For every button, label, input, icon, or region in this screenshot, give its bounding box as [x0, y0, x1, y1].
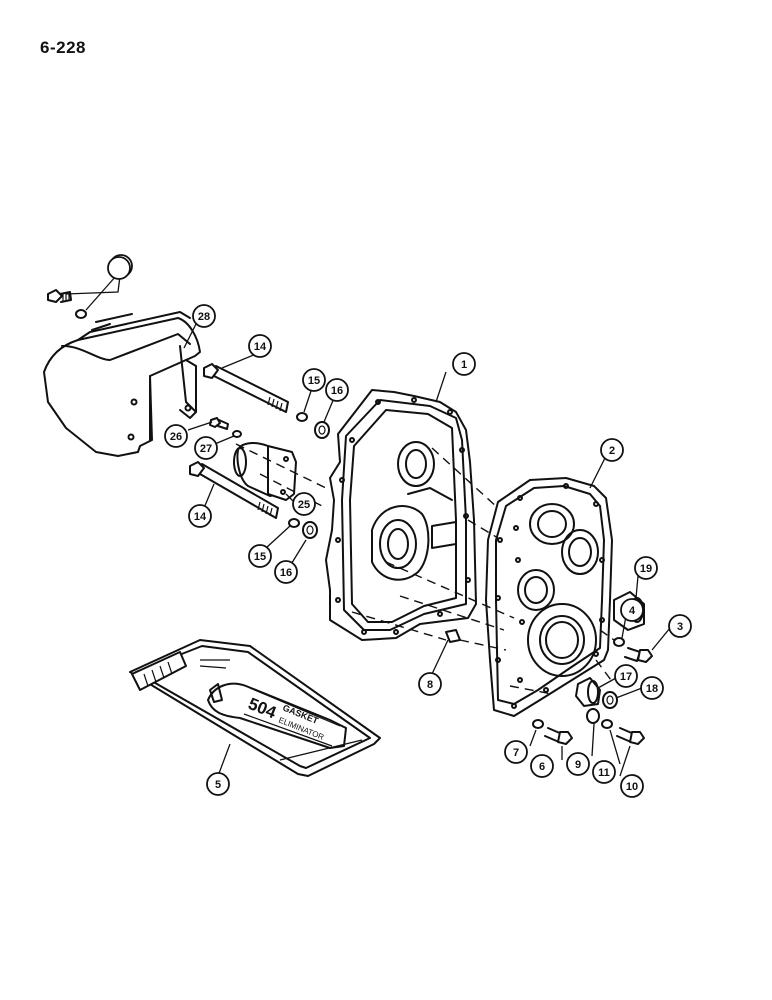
- callout-25: 26: [164, 424, 188, 448]
- callout-17: 17: [614, 664, 638, 688]
- callout-label: 27: [200, 443, 212, 455]
- bolt-part-28: [47, 289, 72, 303]
- bolt-part-3: [624, 647, 653, 663]
- callout-14-upper: 14: [248, 334, 272, 358]
- callout-label: 14: [254, 341, 267, 353]
- washer-part-4: [613, 637, 625, 647]
- seal-housing-part-24: [233, 442, 297, 501]
- callout-4: 4: [620, 598, 644, 622]
- washer-part-11: [601, 719, 613, 729]
- callout-label: 6: [539, 761, 545, 773]
- washer-part-7: [532, 719, 544, 729]
- callout-1: 1: [452, 352, 476, 376]
- washer-part-9: [586, 708, 600, 724]
- callout-label: 19: [640, 563, 652, 575]
- flat-washer-part-16-lower: [302, 521, 318, 539]
- callout-label: 14: [194, 511, 207, 523]
- washer-part-29: [75, 309, 87, 319]
- callout-2: 2: [600, 438, 624, 462]
- bolt-part-6: [544, 727, 573, 745]
- cover-plate-part-2: [485, 477, 613, 717]
- screw-part-25: [209, 417, 229, 430]
- lock-washer-part-15-lower: [288, 518, 300, 528]
- callout-label: 18: [646, 683, 658, 695]
- callout-7: 7: [504, 740, 528, 764]
- callout-label: 16: [280, 567, 292, 579]
- callout-11: 11: [592, 760, 616, 784]
- gasket-eliminator-package-part-5: 504 GASKET ELIMINATOR: [129, 639, 381, 777]
- gear-housing-part-1: [325, 389, 477, 641]
- callout-27: 28: [192, 304, 216, 328]
- shield-cover-part: [43, 311, 201, 457]
- callout-26: 27: [194, 436, 218, 460]
- lock-washer-part-15-upper: [296, 412, 308, 422]
- callout-label: 1: [461, 359, 467, 371]
- callout-19: 19: [634, 556, 658, 580]
- callout-18: 18: [640, 676, 664, 700]
- callout-label: 5: [215, 779, 221, 791]
- page-number: 6-228: [40, 38, 86, 57]
- callout-label: 10: [626, 781, 638, 793]
- callout-label: 11: [598, 767, 610, 779]
- callout-label: 16: [331, 385, 343, 397]
- callout-10: 10: [620, 774, 644, 798]
- callout-label: 25: [298, 499, 310, 511]
- callout-label: 9: [575, 759, 581, 771]
- flat-washer-part-16-upper: [314, 421, 330, 439]
- callout-item-29: [107, 256, 131, 280]
- callout-label: 7: [513, 747, 519, 759]
- callout-3: 3: [668, 614, 692, 638]
- callout-label: 26: [170, 431, 182, 443]
- callout-6: 6: [530, 754, 554, 778]
- callout-label: 8: [427, 679, 433, 691]
- washer-part-18: [602, 691, 618, 709]
- callout-label: 17: [620, 671, 632, 683]
- callout-8: 8: [418, 672, 442, 696]
- long-bolt-part-14-upper: [203, 363, 289, 413]
- callout-24: 25: [292, 492, 316, 516]
- callout-label: 15: [254, 551, 266, 563]
- spacer-part-17: [575, 677, 601, 707]
- callout-label: 28: [198, 311, 210, 323]
- callout-label: 2: [609, 445, 615, 457]
- callout-15-lower: 15: [248, 544, 272, 568]
- callout-5: 5: [206, 772, 230, 796]
- callout-label: 4: [629, 605, 636, 617]
- callout-15-upper: 15: [302, 368, 326, 392]
- callout-16-lower: 16: [274, 560, 298, 584]
- callout-label: 3: [677, 621, 683, 633]
- callout-14-lower: 14: [188, 504, 212, 528]
- long-bolt-part-14-lower: [189, 461, 279, 519]
- callout-16-upper: 16: [325, 378, 349, 402]
- bolt-part-10: [616, 727, 645, 745]
- callout-9: 9: [566, 752, 590, 776]
- washer-part-26: [232, 430, 242, 438]
- callout-label: 15: [308, 375, 320, 387]
